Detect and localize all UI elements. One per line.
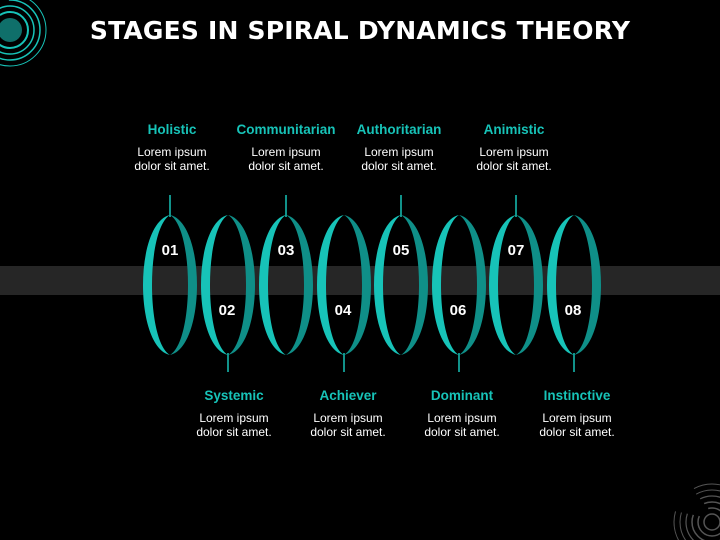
stage-title-animistic: Animistic: [483, 122, 545, 137]
coil-front-segment-1: [143, 215, 170, 355]
coil-back-segment-4: [344, 215, 371, 355]
coil-front-segment-4: [317, 215, 344, 355]
stage-number-04: 04: [334, 302, 352, 319]
stage-title-achiever: Achiever: [319, 388, 377, 403]
coil-front-segment-6: [432, 215, 459, 355]
stage-title-systemic: Systemic: [204, 388, 264, 403]
concentric-rings-icon-bottom-right: [673, 483, 720, 540]
coil-back-segment-3: [286, 215, 313, 355]
stage-title-communitarian: Communitarian: [236, 122, 336, 137]
stage-number-06: 06: [449, 302, 467, 319]
coil-front-segment-5: [374, 215, 401, 355]
coil-front-segment-3: [259, 215, 286, 355]
coil-back-segment-7: [516, 215, 543, 355]
slide-title: STAGES IN SPIRAL DYNAMICS THEORY: [89, 16, 631, 45]
coil-back-segment-8: [574, 215, 601, 355]
coil-back-segment-5: [401, 215, 428, 355]
coil-front-segment-8: [547, 215, 574, 355]
coil-back-segment-1: [170, 215, 197, 355]
stage-number-01: 01: [161, 242, 179, 259]
concentric-rings-icon-top-left: [0, 0, 47, 67]
coil-front-segment-7: [489, 215, 516, 355]
stage-title-instinctive: Instinctive: [543, 388, 611, 403]
stage-number-05: 05: [392, 242, 410, 259]
stage-title-dominant: Dominant: [430, 388, 494, 403]
coil-back-segment-6: [459, 215, 486, 355]
coil-back-segment-2: [228, 215, 255, 355]
stage-number-02: 02: [218, 302, 236, 319]
stage-number-07: 07: [507, 242, 525, 259]
coil-front-segment-2: [201, 215, 228, 355]
stage-number-08: 08: [564, 302, 582, 319]
stage-title-holistic: Holistic: [147, 122, 197, 137]
stage-number-03: 03: [277, 242, 295, 259]
stage-title-authoritarian: Authoritarian: [356, 122, 442, 137]
